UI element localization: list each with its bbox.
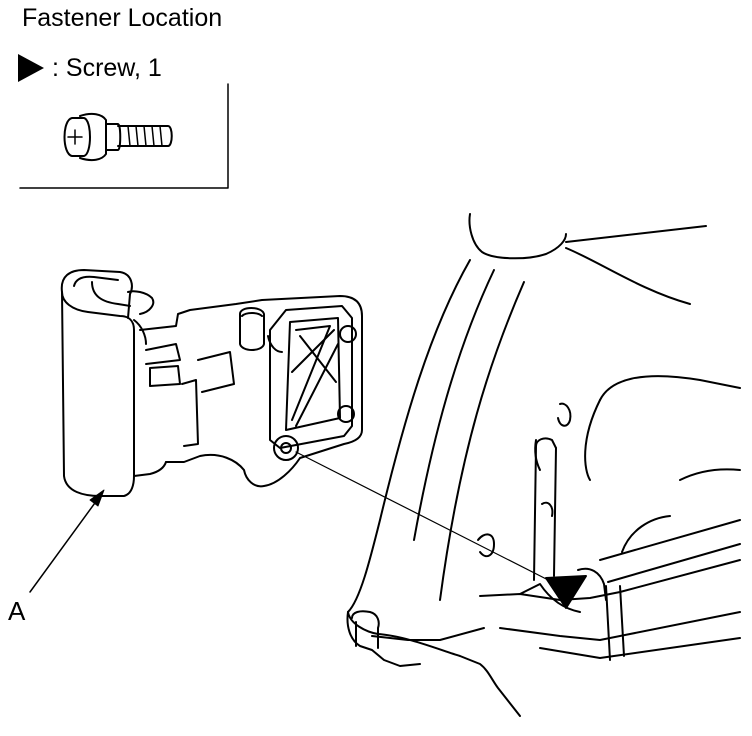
screw-location-marker-icon (545, 575, 587, 609)
legend-frame (19, 83, 229, 189)
screw-marker-icon (18, 54, 44, 82)
fastener-legend-text: : Screw, 1 (52, 53, 162, 82)
callout-label-a: A (8, 596, 26, 626)
fastener-legend: : Screw, 1 (18, 52, 162, 84)
diagram-title: Fastener Location (22, 4, 223, 32)
screw-alignment (295, 451, 587, 609)
vehicle-body-panel (346, 213, 741, 717)
callout-a-leader (29, 489, 105, 593)
screw-illustration (63, 112, 173, 162)
door-handle-part (60, 269, 363, 497)
